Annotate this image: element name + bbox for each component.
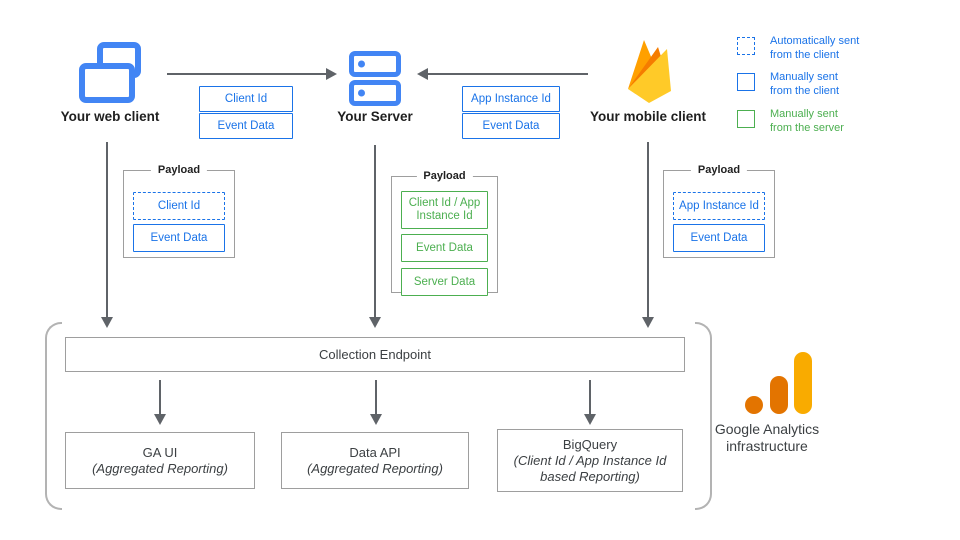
tag-app-instance-id: App Instance Id: [462, 86, 560, 112]
server-dot: [358, 89, 365, 97]
arrow-web-to-server-line: [167, 73, 327, 75]
legend-item-manual-server: Manually sent from the server: [770, 108, 844, 134]
ga-ui-box: GA UI (Aggregated Reporting): [65, 432, 255, 489]
server-label: Your Server: [337, 109, 413, 124]
server-unit-top: [349, 51, 401, 77]
google-analytics-logo-icon: [745, 352, 812, 414]
legend-item-auto-client: Automatically sent from the client: [770, 35, 860, 61]
arrow-server-down-head: [369, 317, 381, 328]
ga-ui-subtitle: (Aggregated Reporting): [92, 460, 228, 476]
arrow-web-down-line: [106, 142, 108, 318]
bigquery-title: BigQuery: [562, 436, 618, 452]
arrow-web-to-server-head: [326, 68, 337, 80]
server-icon: [349, 51, 401, 106]
payload-mobile: Payload App Instance Id Event Data: [663, 164, 775, 258]
payload-server: Payload Client Id / App Instance Id Even…: [391, 170, 498, 296]
bigquery-box: BigQuery (Client Id / App Instance Id ba…: [497, 429, 683, 492]
legend-solid-green-swatch: [737, 110, 755, 128]
web-client-icon: [79, 42, 141, 103]
arrow-to-data-api-line: [375, 380, 377, 415]
arrow-mobile-down-head: [642, 317, 654, 328]
payload-server-client-or-app-id: Client Id / App Instance Id: [401, 191, 488, 229]
arrow-mobile-down-line: [647, 142, 649, 318]
arrow-mobile-to-server-line: [428, 73, 588, 75]
arrow-server-down-line: [374, 145, 376, 318]
tag-event-data: Event Data: [199, 113, 293, 139]
payload-server-server-data: Server Data: [401, 268, 488, 296]
arrow-web-down-head: [101, 317, 113, 328]
payload-web-client-id: Client Id: [133, 192, 225, 220]
server-dot: [358, 60, 365, 68]
payload-web-title: Payload: [150, 164, 208, 176]
arrow-mobile-to-server-head: [417, 68, 428, 80]
data-api-box: Data API (Aggregated Reporting): [281, 432, 469, 489]
arrow-to-ga-ui-head: [154, 414, 166, 425]
bigquery-subtitle: (Client Id / App Instance Id based Repor…: [513, 452, 667, 484]
firebase-icon: [628, 40, 671, 103]
collection-endpoint-box: Collection Endpoint: [65, 337, 685, 372]
ga-ui-title: GA UI: [142, 444, 178, 460]
legend-solid-blue-swatch: [737, 73, 755, 91]
arrow-to-ga-ui-line: [159, 380, 161, 415]
payload-mobile-event-data: Event Data: [673, 224, 765, 252]
arrow-to-bigquery-line: [589, 380, 591, 415]
payload-server-title: Payload: [416, 170, 473, 182]
payload-mobile-app-instance-id: App Instance Id: [673, 192, 765, 220]
legend-dashed-blue-swatch: [737, 37, 755, 55]
mobile-client-label: Your mobile client: [589, 109, 706, 124]
google-analytics-infrastructure-label: Google Analytics infrastructure: [714, 421, 820, 454]
payload-server-event-data: Event Data: [401, 234, 488, 262]
infrastructure-bracket-left: [45, 322, 62, 510]
arrow-to-data-api-head: [370, 414, 382, 425]
data-api-subtitle: (Aggregated Reporting): [307, 460, 443, 476]
data-api-title: Data API: [349, 444, 401, 460]
infrastructure-bracket-right: [695, 322, 712, 510]
arrow-to-bigquery-head: [584, 414, 596, 425]
web-client-front-window: [79, 63, 135, 103]
tag-client-id: Client Id: [199, 86, 293, 112]
tag-event-data: Event Data: [462, 113, 560, 139]
legend-item-manual-client: Manually sent from the client: [770, 71, 840, 97]
payload-mobile-title: Payload: [690, 164, 748, 176]
payload-web: Payload Client Id Event Data: [123, 164, 235, 258]
payload-web-event-data: Event Data: [133, 224, 225, 252]
web-client-label: Your web client: [60, 109, 160, 124]
server-unit-bottom: [349, 80, 401, 106]
